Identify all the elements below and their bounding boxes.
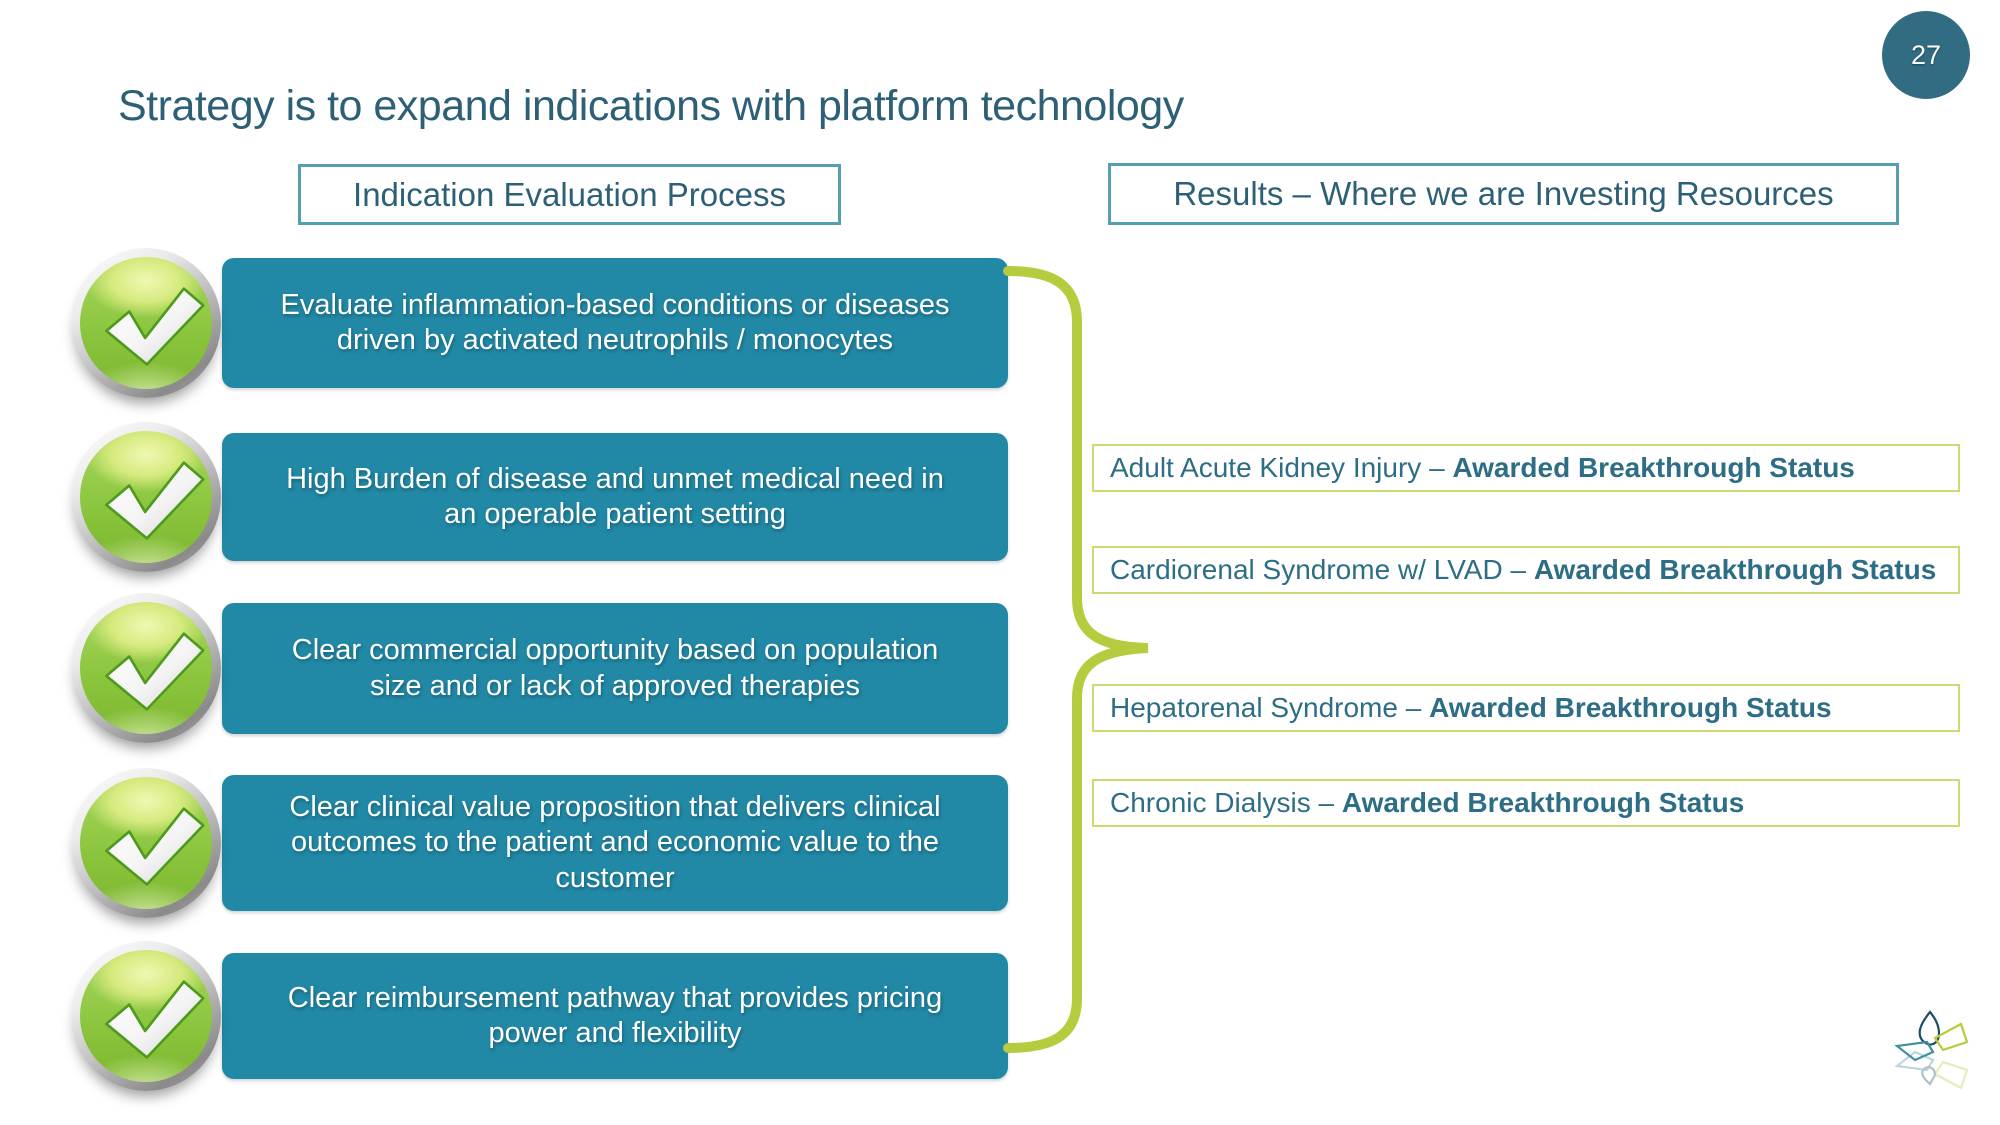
result-dash: –: [1405, 692, 1430, 723]
process-step-text: Clear commercial opportunity based on po…: [291, 634, 939, 702]
results-header-label: Results – Where we are Investing Resourc…: [1173, 175, 1834, 212]
flower-logo-icon: [1894, 1010, 1969, 1090]
green-check-icon: [71, 768, 221, 918]
process-column-header: Indication Evaluation Process: [298, 164, 841, 225]
result-status: Awarded Breakthrough Status: [1341, 787, 1745, 818]
result-indication: Chronic Dialysis: [1110, 787, 1319, 818]
result-status: Awarded Breakthrough Status: [1452, 452, 1855, 483]
result-item: Hepatorenal Syndrome – Awarded Breakthro…: [1092, 684, 1960, 732]
result-indication: Cardiorenal Syndrome w/ LVAD: [1110, 554, 1511, 585]
process-step-banner: Clear clinical value proposition that de…: [222, 775, 1008, 911]
result-item: Chronic Dialysis – Awarded Breakthrough …: [1092, 779, 1960, 827]
result-dash: –: [1429, 452, 1453, 483]
result-indication: Hepatorenal Syndrome: [1110, 692, 1406, 723]
process-step-text: High Burden of disease and unmet medical…: [286, 462, 944, 530]
result-item: Adult Acute Kidney Injury – Awarded Brea…: [1092, 444, 1960, 492]
green-check-icon: [71, 941, 221, 1091]
result-item: Cardiorenal Syndrome w/ LVAD – Awarded B…: [1092, 546, 1960, 594]
result-status: Awarded Breakthrough Status: [1429, 692, 1832, 723]
green-check-icon: [71, 248, 221, 398]
green-check-icon: [71, 593, 221, 743]
page-number: 27: [1910, 39, 1942, 70]
process-step-banner: Clear commercial opportunity based on po…: [222, 603, 1008, 734]
page-number-badge: 27: [1882, 11, 1970, 99]
result-dash: –: [1318, 787, 1342, 818]
green-check-icon: [71, 422, 221, 572]
slide-title: Strategy is to expand indications with p…: [118, 82, 1184, 130]
process-step-text: Clear clinical value proposition that de…: [289, 790, 941, 894]
result-status: Awarded Breakthrough Status: [1533, 554, 1937, 585]
result-indication: Adult Acute Kidney Injury: [1110, 452, 1430, 483]
process-header-label: Indication Evaluation Process: [353, 175, 786, 213]
process-step-banner: Evaluate inflammation-based conditions o…: [222, 258, 1008, 388]
process-step-banner: Clear reimbursement pathway that provide…: [222, 953, 1008, 1079]
process-step-text: Clear reimbursement pathway that provide…: [287, 981, 943, 1049]
process-step-banner: High Burden of disease and unmet medical…: [222, 433, 1008, 561]
result-dash: –: [1510, 554, 1534, 585]
process-step-text: Evaluate inflammation-based conditions o…: [280, 288, 950, 356]
results-column-header: Results – Where we are Investing Resourc…: [1108, 163, 1899, 225]
